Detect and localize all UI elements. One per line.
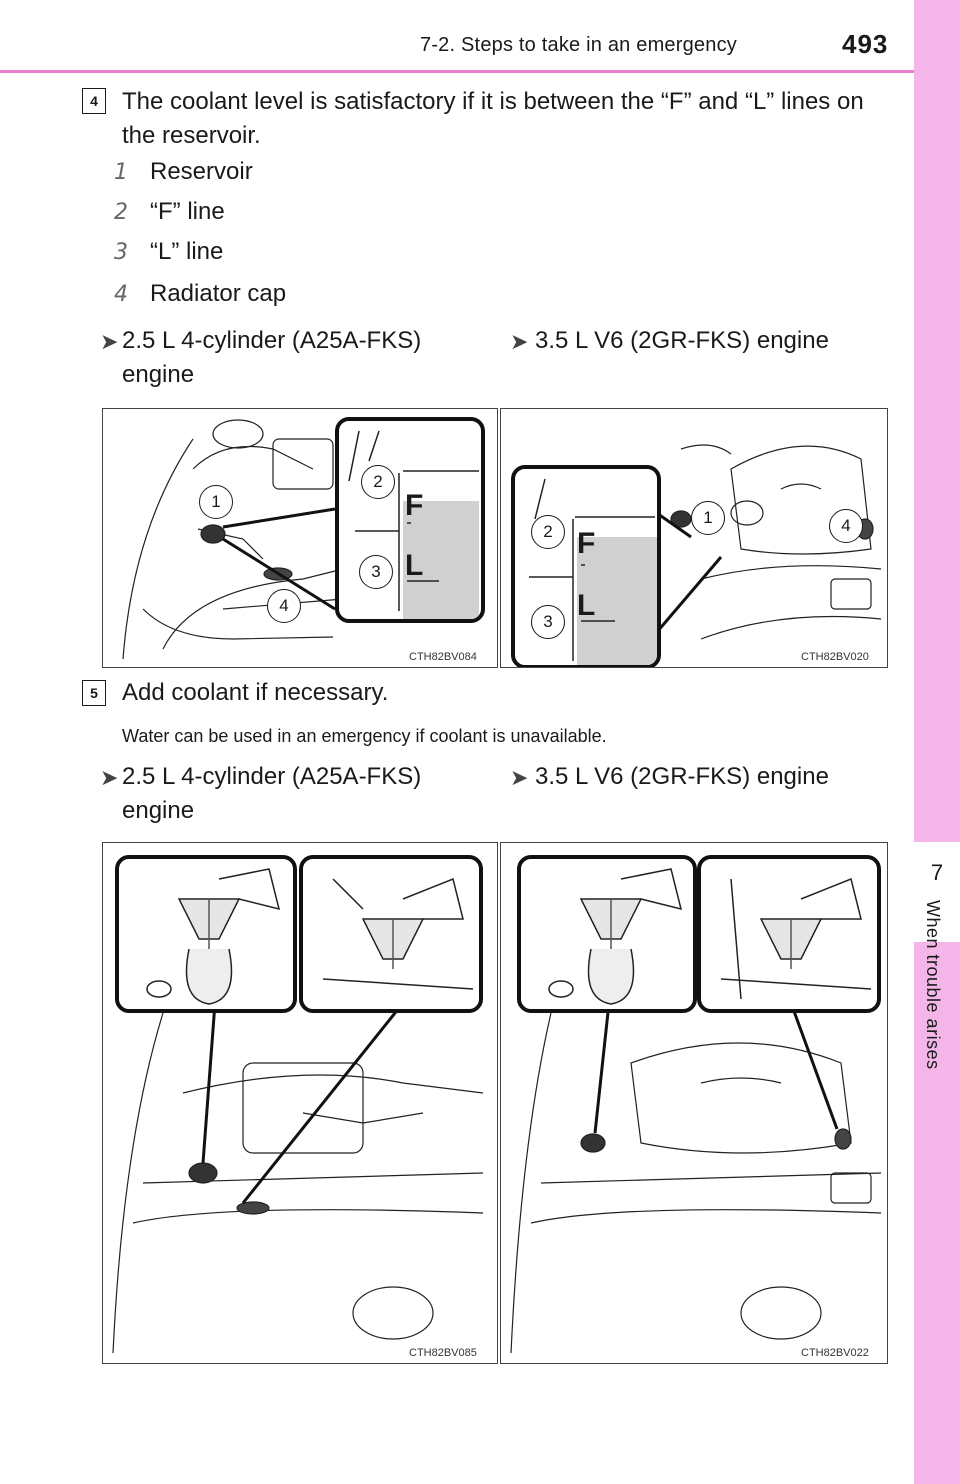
reservoir-coolant (403, 501, 479, 619)
magnified-reservoir: F L (335, 417, 485, 623)
f-line-marker: F (577, 527, 596, 560)
callout-2: 2 (361, 465, 395, 499)
bullet-arrow-icon: ➤ (510, 329, 529, 354)
figure-code: CTH82BV085 (409, 1347, 477, 1359)
engine-bay-sketch (112, 1002, 484, 1354)
magnified-reservoir: F L (511, 465, 661, 667)
figure-v6-add-coolant: CTH82BV022 (500, 842, 888, 1364)
engine-label-v6: 3.5 L V6 (2GR-FKS) engine (535, 327, 829, 354)
section-title: 7-2. Steps to take in an emergency (420, 34, 737, 56)
item-label-l-line: “L” line (150, 238, 224, 265)
engine-label-4cyl: 2.5 L 4-cylinder (A25A-FKS) engine (122, 763, 422, 824)
callout-1: 1 (199, 485, 233, 519)
item-number-2: 2 (114, 200, 128, 225)
step-5-note: Water can be used in an emergency if coo… (122, 726, 607, 746)
chapter-side-tab (914, 0, 960, 1484)
magnified-funnel-reservoir (517, 855, 697, 1013)
item-number-3: 3 (114, 240, 128, 265)
item-number-1: 1 (114, 160, 128, 185)
step-4-text: The coolant level is satisfactory if it … (122, 88, 864, 149)
callout-2: 2 (531, 515, 565, 549)
figure-v6-coolant-level: F L 2 3 1 4 CTH82BV020 (500, 408, 888, 668)
bullet-arrow-icon: ➤ (100, 765, 119, 790)
bullet-arrow-icon: ➤ (510, 765, 529, 790)
callout-4: 4 (829, 509, 863, 543)
callout-4: 4 (267, 589, 301, 623)
engine-label-4cyl: 2.5 L 4-cylinder (A25A-FKS) engine (122, 327, 422, 388)
figure-4cyl-coolant-level: F L 1 2 3 4 CTH82BV084 (102, 408, 498, 668)
header-rule (0, 70, 914, 73)
callout-1: 1 (691, 501, 725, 535)
chapter-tab-box (914, 840, 960, 942)
figure-4cyl-add-coolant: CTH82BV085 (102, 842, 498, 1364)
step-5-text: Add coolant if necessary. (122, 679, 389, 706)
reservoir-coolant (577, 537, 657, 665)
page-number: 493 (842, 29, 889, 59)
figure-code: CTH82BV084 (409, 651, 477, 663)
item-label-reservoir: Reservoir (150, 158, 253, 185)
figure-code: CTH82BV022 (801, 1347, 869, 1359)
item-number-4: 4 (114, 282, 128, 307)
magnified-funnel-radiator (299, 855, 483, 1013)
engine-label-v6: 3.5 L V6 (2GR-FKS) engine (535, 763, 829, 790)
step-5-badge: 5 (82, 680, 106, 706)
l-line-marker: L (405, 549, 424, 582)
callout-3: 3 (531, 605, 565, 639)
engine-bay-sketch (510, 1002, 882, 1354)
bullet-arrow-icon: ➤ (100, 329, 119, 354)
l-line-marker: L (577, 589, 596, 622)
figure-code: CTH82BV020 (801, 651, 869, 663)
magnified-funnel-radiator (697, 855, 881, 1013)
item-label-f-line: “F” line (150, 198, 225, 225)
item-label-radiator-cap: Radiator cap (150, 280, 287, 307)
engine-bay-sketch (122, 419, 344, 660)
step-4-badge: 4 (82, 88, 106, 114)
chapter-number: 7 (930, 860, 944, 885)
chapter-title: When trouble arises (923, 900, 943, 1070)
callout-3: 3 (359, 555, 393, 589)
f-line-marker: F (405, 489, 424, 522)
magnified-funnel-reservoir (115, 855, 297, 1013)
